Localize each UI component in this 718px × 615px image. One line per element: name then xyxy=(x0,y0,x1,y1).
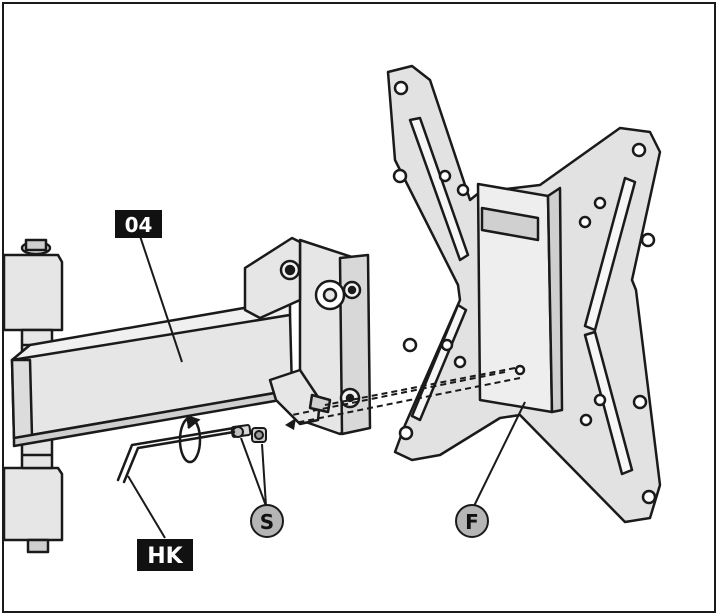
leader-lines xyxy=(127,235,526,539)
rotate-arrow-icon xyxy=(178,414,202,464)
label-hex-key-hk-text: HK xyxy=(147,544,183,569)
tilt-head xyxy=(243,236,372,436)
vesa-plate xyxy=(386,64,662,524)
label-arm-04: 04 xyxy=(115,210,162,238)
label-plate-f-text: F xyxy=(465,510,479,534)
label-screws-s-text: S xyxy=(260,510,274,534)
label-screws-s: S xyxy=(250,504,284,538)
arrowhead-icon xyxy=(285,418,296,430)
dashed-alignment-arrow-icon xyxy=(284,367,521,426)
swing-arm xyxy=(10,298,294,448)
label-plate-f: F xyxy=(455,504,489,538)
label-arm-04-text: 04 xyxy=(125,213,153,237)
label-hex-key-hk: HK xyxy=(137,539,193,571)
